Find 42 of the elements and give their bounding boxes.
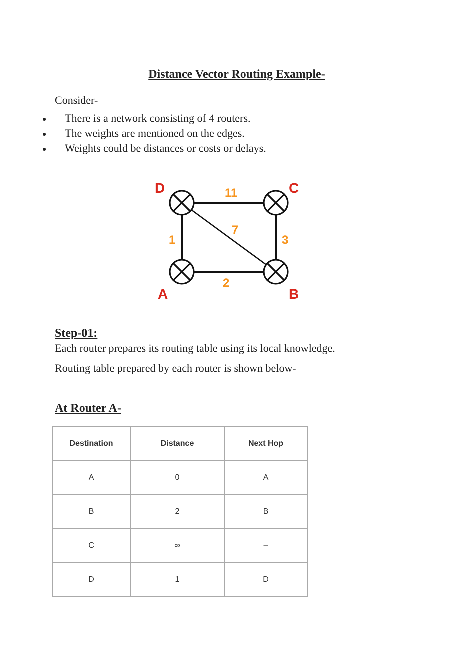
- paragraph: Routing table prepared by each router is shown below-: [55, 363, 296, 376]
- router-symbol: [169, 190, 195, 216]
- table-cell: 1: [130, 562, 224, 596]
- table-cell: ∞: [130, 528, 224, 562]
- table-cell: B: [52, 494, 130, 528]
- edge-label: 3: [281, 234, 290, 246]
- router-symbol: [263, 190, 289, 216]
- router-symbol: [263, 259, 289, 285]
- table-cell: A: [224, 460, 308, 494]
- heading: Step-01:: [55, 327, 98, 340]
- edge-label: 7: [231, 224, 240, 236]
- link-line: [194, 271, 264, 273]
- paragraph: Consider-: [55, 95, 98, 108]
- paragraph: Each router prepares its routing table using its local knowledge.: [55, 343, 336, 356]
- header-cell: Destination: [52, 426, 130, 460]
- table-cell: –: [224, 528, 308, 562]
- router-label: C: [289, 181, 300, 195]
- table-cell: B: [224, 494, 308, 528]
- header-cell: Next Hop: [224, 426, 308, 460]
- router-label: D: [155, 181, 166, 195]
- bullet-text: There is a network consisting of 4 routers.: [65, 113, 251, 126]
- link-line: [275, 215, 277, 260]
- table-cell: D: [52, 562, 130, 596]
- table-cell: A: [52, 460, 130, 494]
- title: Distance Vector Routing Example-: [148, 68, 326, 81]
- link-line: [181, 215, 183, 260]
- table-cell: 0: [130, 460, 224, 494]
- link-line: [191, 210, 267, 266]
- table-cell: C: [52, 528, 130, 562]
- table-cell: D: [224, 562, 308, 596]
- router-label: B: [289, 287, 300, 301]
- header-cell: Distance: [130, 426, 224, 460]
- router-label: A: [158, 287, 168, 301]
- table-cell: 2: [130, 494, 224, 528]
- bullet-text: Weights could be distances or costs or delays.: [65, 143, 266, 156]
- heading: At Router A-: [55, 402, 122, 415]
- edge-label: 11: [224, 187, 239, 199]
- bullet-text: The weights are mentioned on the edges.: [65, 128, 245, 141]
- link-line: [194, 202, 264, 204]
- edge-label: 2: [222, 277, 231, 289]
- router-symbol: [169, 259, 195, 285]
- edge-label: 1: [168, 234, 177, 246]
